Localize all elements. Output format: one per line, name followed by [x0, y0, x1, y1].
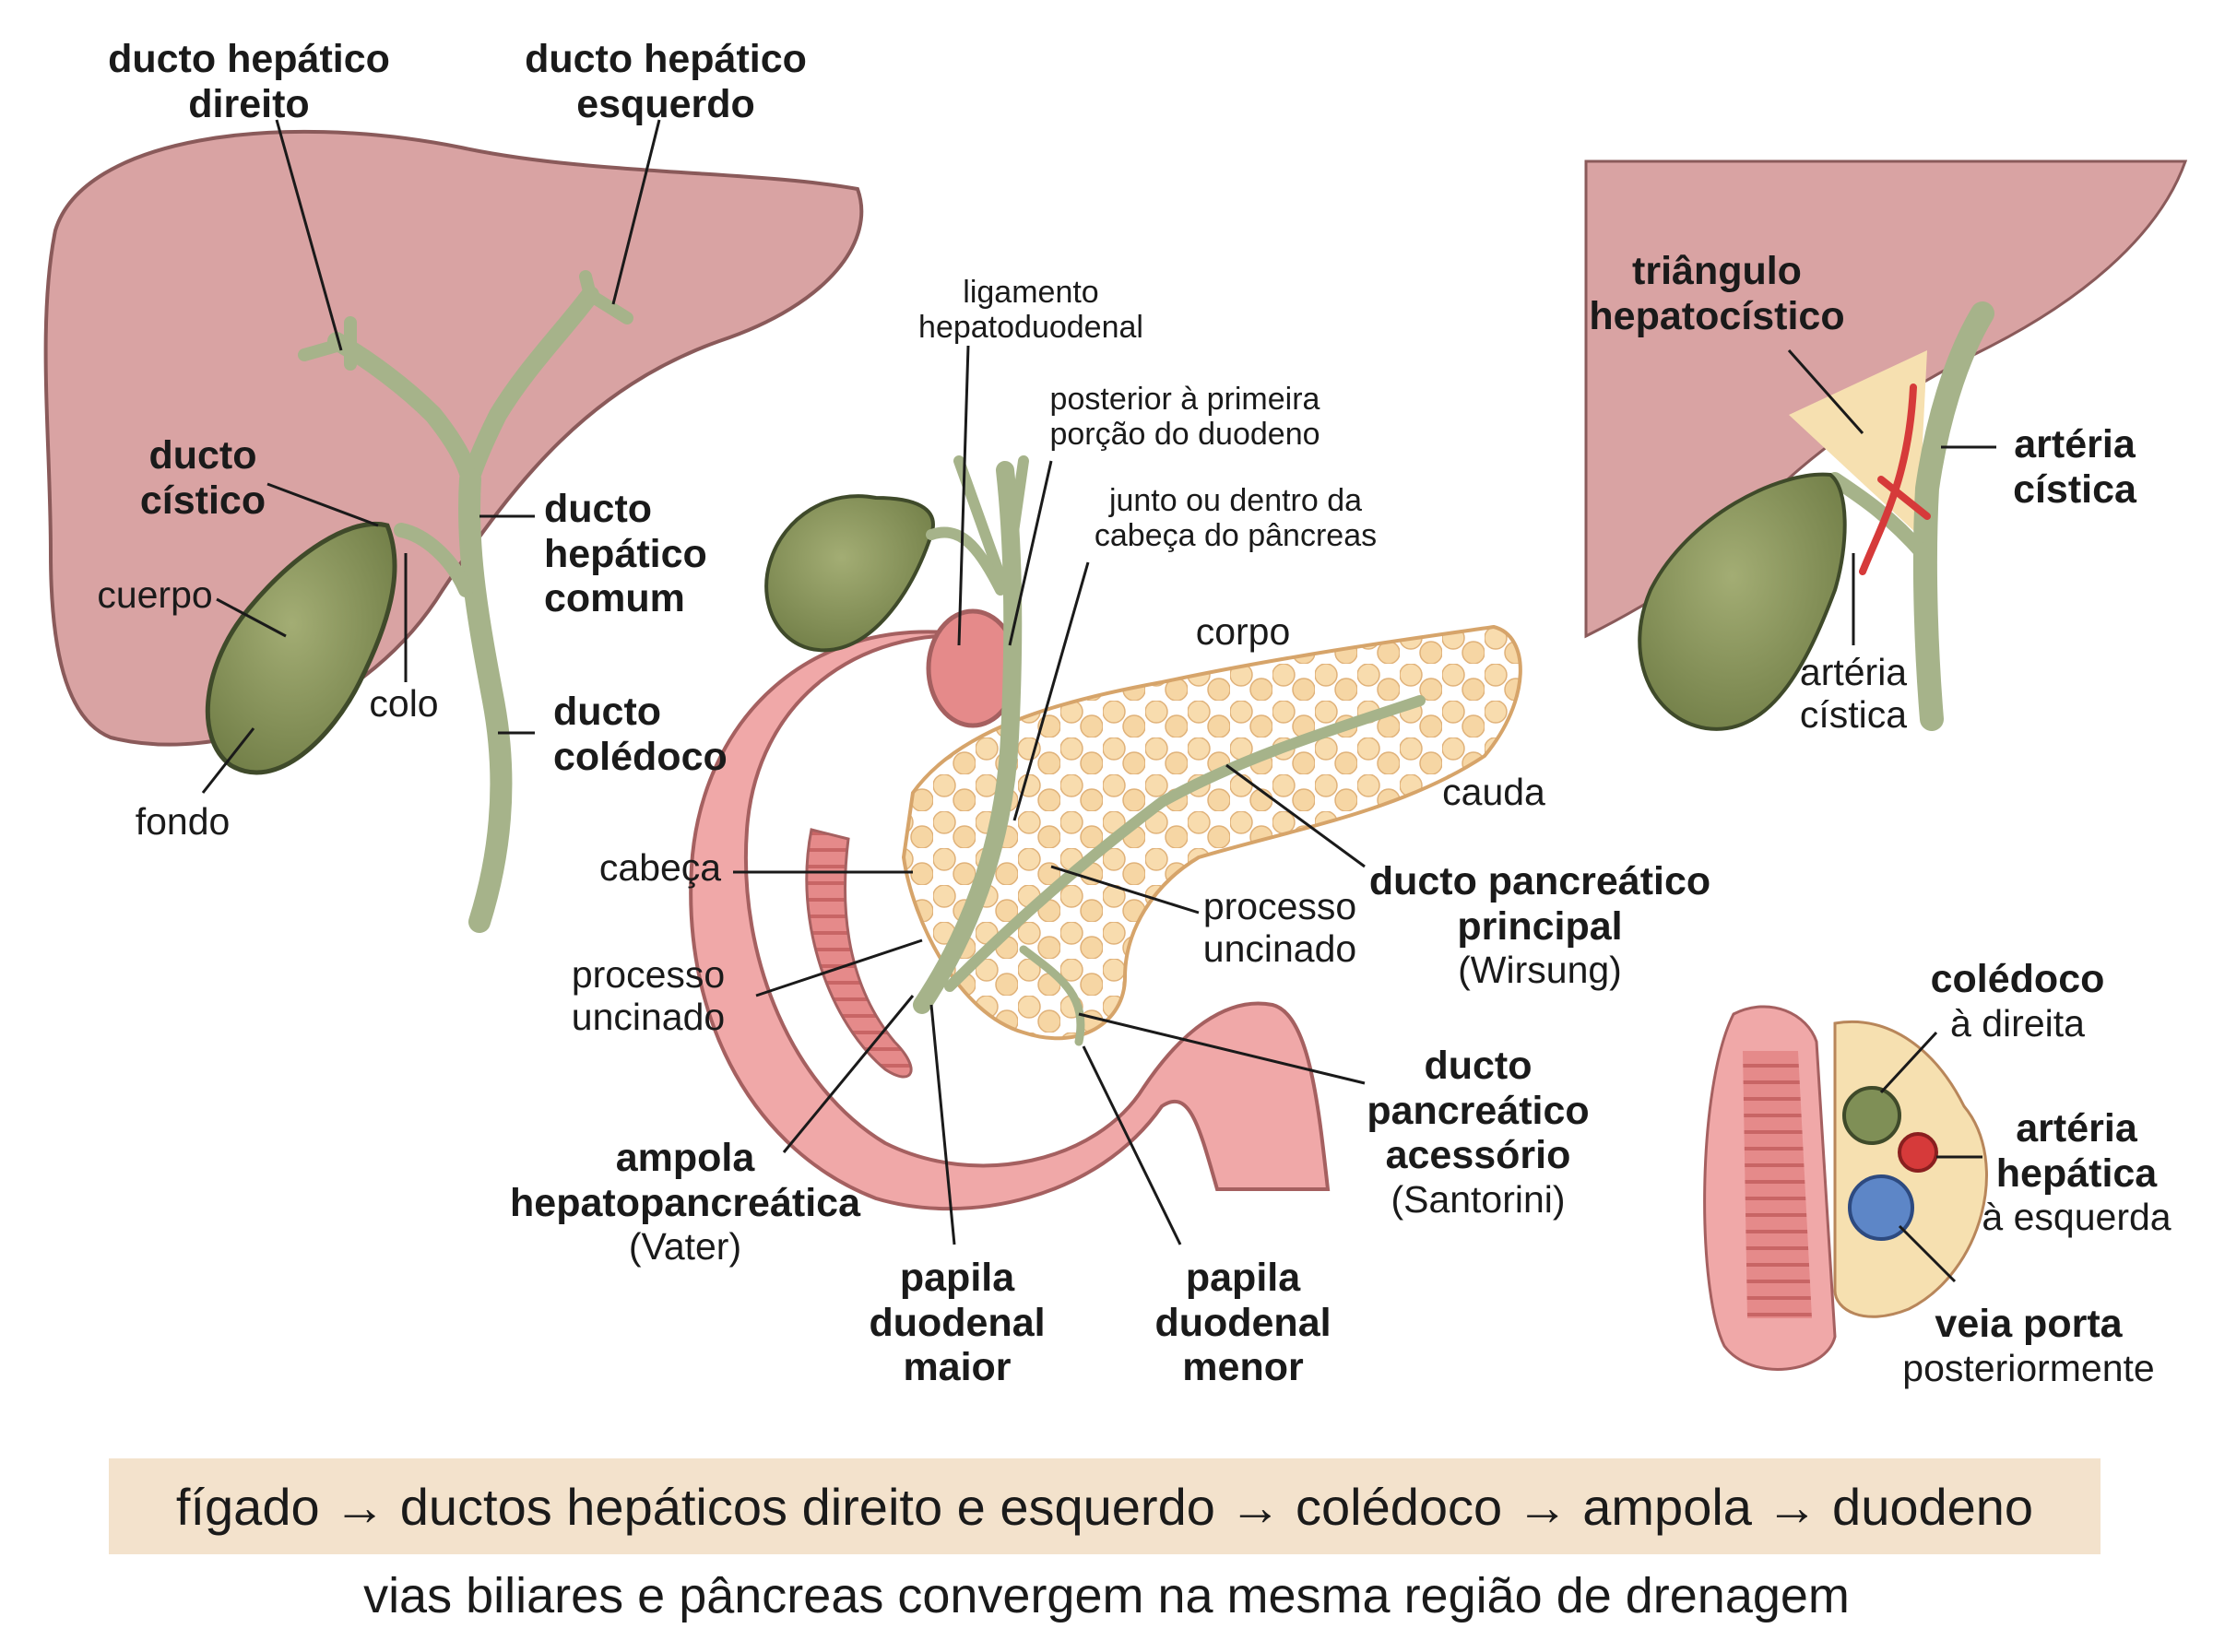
main-pancreatic-duct	[944, 695, 1426, 992]
label-corpo: corpo	[1195, 610, 1291, 653]
cystic-artery-inset	[1859, 384, 1931, 575]
left-hepatic-branch	[579, 270, 633, 324]
right-hepatic-duct	[327, 332, 479, 489]
duodenum-lumen	[805, 828, 913, 1079]
cross-section-panel	[1703, 1005, 1988, 1371]
footer-summary: vias biliares e pâncreas convergem na me…	[363, 1568, 1850, 1623]
cross-common-bile-duct	[1842, 1086, 1901, 1145]
common-duct-inset	[1912, 301, 1994, 731]
cross-duodenum-folds	[1743, 1051, 1812, 1318]
gallbladder-left	[205, 522, 397, 775]
footer-flow-text: fígado → ductos hepáticos direito e esqu…	[175, 1477, 2034, 1536]
common-bile-duct-left	[458, 468, 513, 933]
liver-panel	[43, 129, 864, 933]
cross-portal-vein	[1848, 1174, 1914, 1241]
right-hepatic-branch	[298, 316, 357, 371]
leader-lines	[201, 119, 1996, 1283]
accessory-pancreatic-duct	[1019, 945, 1085, 1046]
pancreas	[901, 624, 1522, 1041]
cystic-duct-center	[926, 526, 1006, 596]
cross-hepatic-artery	[1898, 1132, 1938, 1173]
label-cauda: cauda	[1442, 771, 1545, 813]
duodenum	[689, 630, 1331, 1211]
gallbladder-center	[764, 494, 935, 653]
cystic-duct	[394, 523, 473, 597]
pancreas-panel	[689, 455, 1522, 1211]
footer-flow-banner: fígado → ductos hepáticos direito e esqu…	[109, 1458, 2101, 1554]
gallbladder-inset	[1638, 472, 1847, 731]
label-cabeca: cabeça	[598, 846, 722, 889]
label-cuerpo: cuerpo	[97, 573, 213, 616]
label-colo: colo	[369, 682, 439, 725]
cystic-duct-inset	[1828, 472, 1930, 560]
left-hepatic-duct	[461, 286, 599, 489]
triangle-panel	[1584, 159, 2188, 731]
label-fondo: fondo	[135, 800, 231, 843]
